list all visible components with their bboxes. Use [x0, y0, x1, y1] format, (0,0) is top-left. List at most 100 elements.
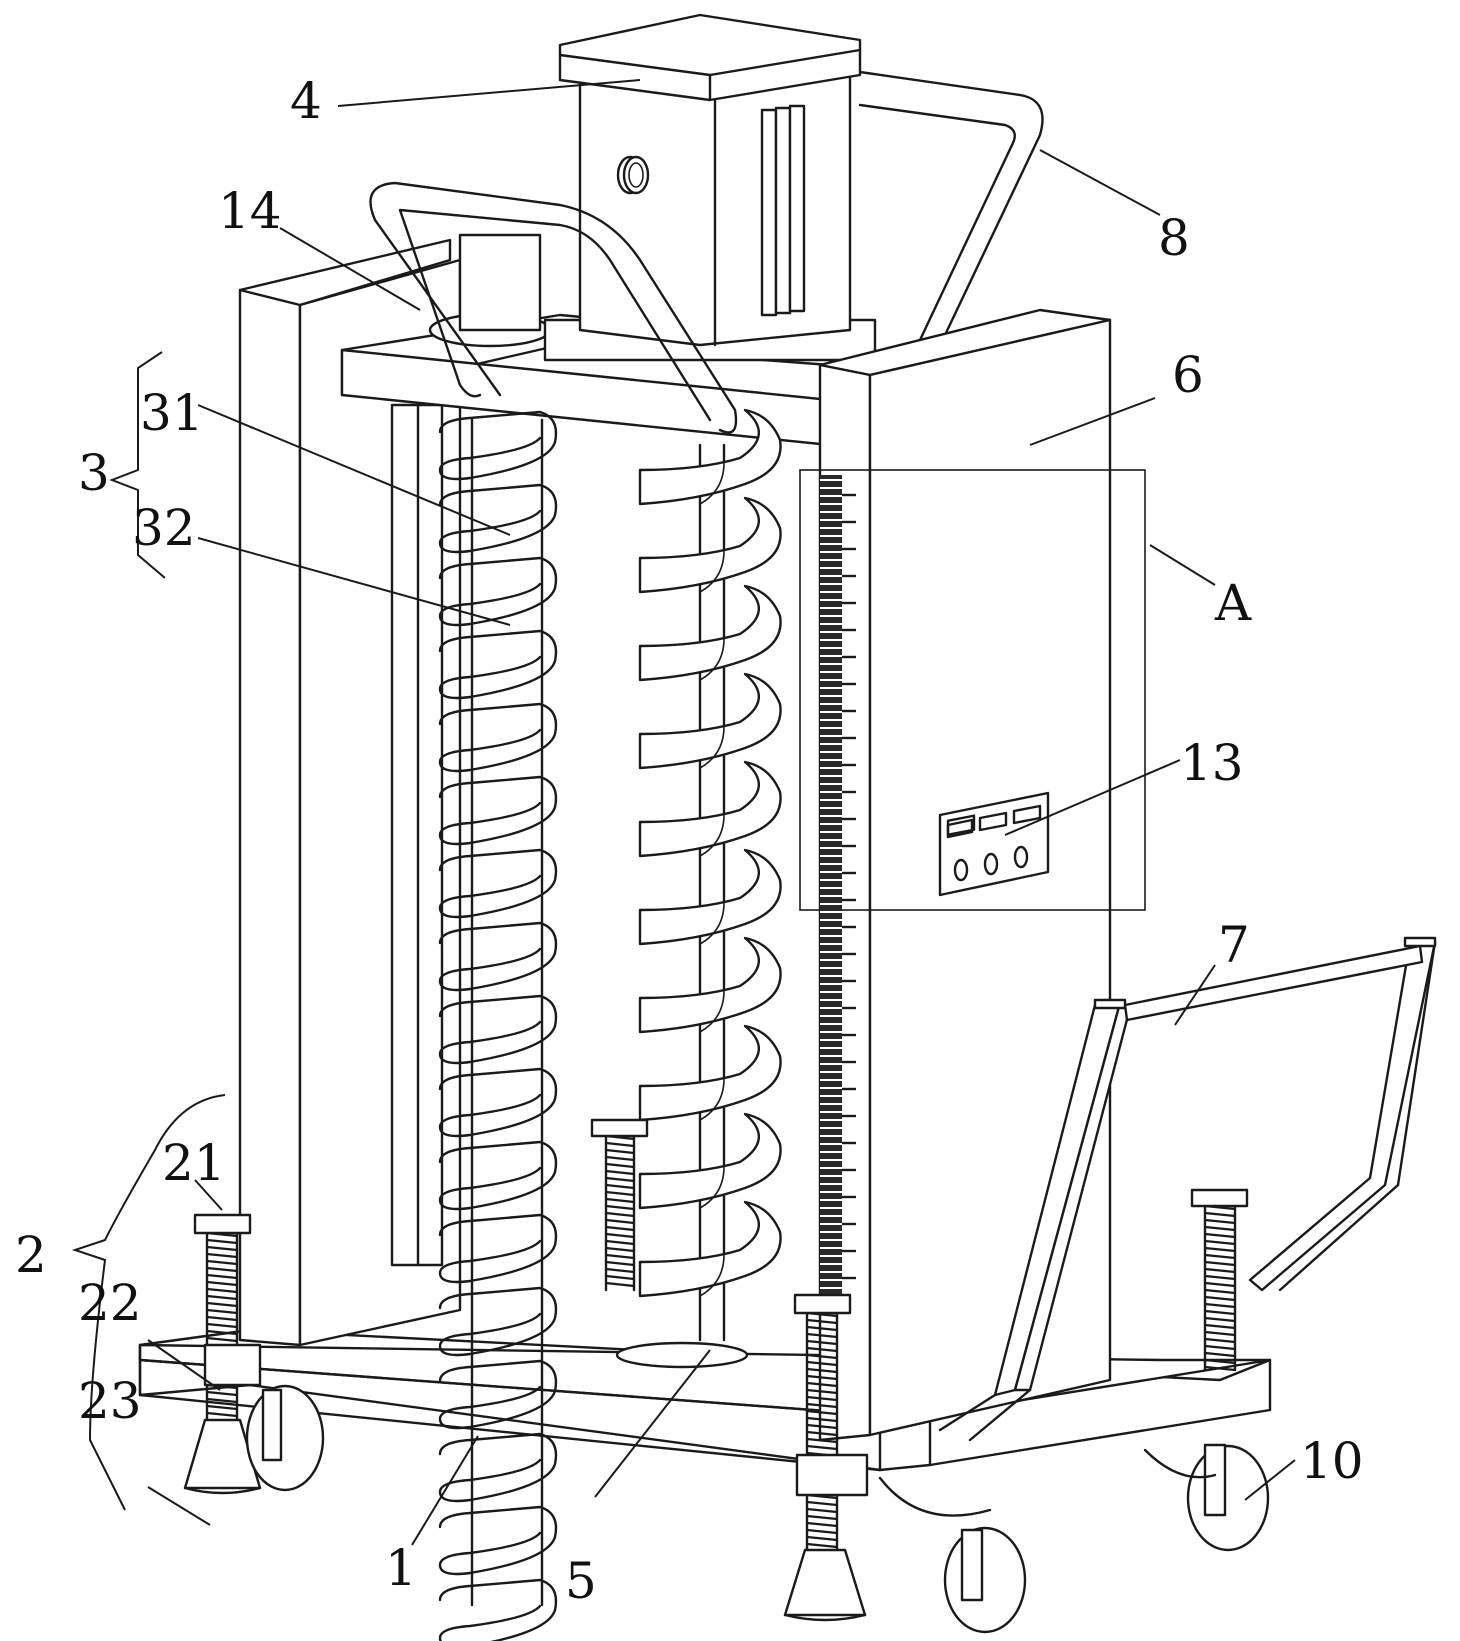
label-10: 10	[1300, 1432, 1364, 1490]
spring-coil	[606, 1220, 634, 1223]
right-auger-screw	[617, 410, 781, 1367]
spring-coil	[207, 1296, 237, 1299]
label-13: 13	[1180, 734, 1244, 792]
spring-coil	[207, 1303, 237, 1306]
spring-coil	[1205, 1311, 1235, 1314]
spring-coil	[207, 1261, 237, 1264]
spring-coil	[807, 1523, 837, 1526]
auger-flight	[640, 674, 781, 768]
spring-coil	[807, 1509, 837, 1512]
spring-coil	[606, 1178, 634, 1181]
spring-coil	[606, 1185, 634, 1188]
label-5: 5	[565, 1552, 597, 1610]
spring-coil	[606, 1150, 634, 1153]
label-A: A	[1214, 574, 1252, 632]
spring-coil	[606, 1192, 634, 1195]
spring-coil	[606, 1262, 634, 1265]
label-3: 3	[78, 444, 110, 502]
spring-coil	[207, 1413, 237, 1416]
spring-coil	[606, 1199, 634, 1202]
spring-coil	[207, 1289, 237, 1292]
spring-coil	[207, 1254, 237, 1257]
spring-coil	[207, 1240, 237, 1243]
spring-coil	[807, 1516, 837, 1519]
auger-flight	[640, 498, 781, 592]
screw-coil	[440, 1580, 556, 1641]
spring-coil	[207, 1392, 237, 1395]
spring-coil	[606, 1227, 634, 1230]
left-column-panel	[240, 240, 460, 1345]
spring-coil	[1205, 1241, 1235, 1244]
inner-foot-right	[1192, 1190, 1247, 1206]
spring-coil	[207, 1406, 237, 1409]
rack-body	[820, 475, 842, 1295]
spring-coil	[606, 1171, 634, 1174]
label-23: 23	[78, 1372, 142, 1430]
spring-coil	[1205, 1248, 1235, 1251]
spring-coil	[207, 1324, 237, 1327]
label-8: 8	[1158, 209, 1190, 267]
spring-coil	[606, 1143, 634, 1146]
spring-coil	[606, 1213, 634, 1216]
spring-coil	[606, 1276, 634, 1279]
spring-coil	[1205, 1290, 1235, 1293]
spring-coil	[1205, 1213, 1235, 1216]
spring-coil	[807, 1502, 837, 1505]
spring-inner-left	[606, 1136, 634, 1290]
spring-coil	[1205, 1346, 1235, 1349]
spring-coil	[606, 1269, 634, 1272]
spring-coil	[1205, 1353, 1235, 1356]
spring-coil	[1205, 1220, 1235, 1223]
spring-coil	[1205, 1276, 1235, 1279]
spring-coil	[1205, 1339, 1235, 1342]
spring-coil	[606, 1255, 634, 1258]
rear-handle	[860, 72, 1043, 340]
spring-coil	[606, 1206, 634, 1209]
spring-coil	[606, 1234, 634, 1237]
spring-coil	[1205, 1234, 1235, 1237]
caster-left	[247, 1386, 323, 1490]
spring-coil	[207, 1247, 237, 1250]
screw-coil	[440, 1434, 556, 1501]
screw-coil	[440, 1507, 556, 1574]
auger-flight	[640, 762, 781, 856]
auger-flight	[640, 850, 781, 944]
spring-coil	[1205, 1297, 1235, 1300]
spring-coil	[1205, 1283, 1235, 1286]
spring-inner-right	[1205, 1206, 1235, 1370]
label-6: 6	[1172, 346, 1204, 404]
label-7: 7	[1218, 916, 1250, 974]
label-2: 2	[15, 1226, 47, 1284]
spring-coil	[807, 1530, 837, 1533]
spring-coil	[207, 1282, 237, 1285]
label-14: 14	[218, 182, 282, 240]
spring-coil	[1205, 1262, 1235, 1265]
caster-middle	[880, 1478, 1025, 1632]
auger-flight	[640, 938, 781, 1032]
spring-middle-lower	[807, 1495, 837, 1550]
label-31: 31	[140, 384, 204, 442]
label-32: 32	[132, 499, 196, 557]
motor	[545, 15, 875, 360]
spring-coil	[1205, 1269, 1235, 1272]
spring-coil	[807, 1544, 837, 1547]
spring-coil	[606, 1283, 634, 1286]
inner-foot-left	[592, 1120, 647, 1136]
auger-flight	[640, 1026, 781, 1120]
spring-coil	[207, 1275, 237, 1278]
spring-left-upper	[207, 1233, 237, 1345]
spring-coil	[207, 1317, 237, 1320]
spring-coil	[606, 1241, 634, 1244]
spring-coil	[1205, 1227, 1235, 1230]
spring-coil	[207, 1268, 237, 1271]
auger-flight	[640, 1114, 781, 1208]
auger-flight	[640, 1202, 781, 1296]
spring-coil	[606, 1248, 634, 1251]
label-22: 22	[78, 1274, 142, 1332]
spring-coil	[207, 1310, 237, 1313]
spring-coil	[807, 1537, 837, 1540]
auger-flight	[640, 586, 781, 680]
spring-coil	[606, 1164, 634, 1167]
spring-coil	[1205, 1325, 1235, 1328]
